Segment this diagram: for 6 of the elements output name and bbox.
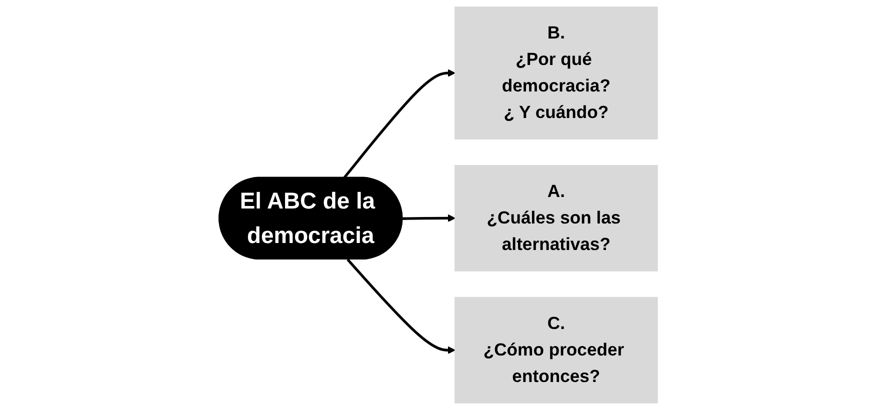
- arrow: [346, 258, 456, 354]
- node-box: C. ¿Cómo proceder entonces?: [454, 296, 658, 404]
- arrow: [402, 214, 456, 222]
- node-box: B. ¿Por qué democracia? ¿ Y cuándo?: [454, 6, 658, 140]
- arrow: [343, 69, 456, 179]
- node-box: A. ¿Cuáles son las alternativas?: [454, 164, 658, 272]
